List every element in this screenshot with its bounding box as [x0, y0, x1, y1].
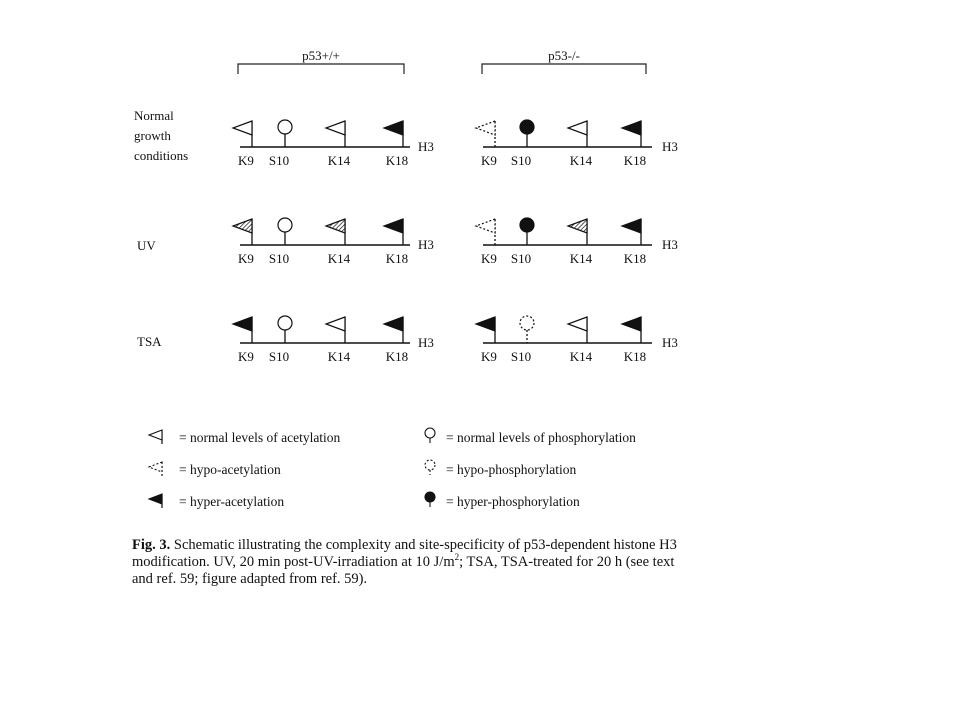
site-k9-acetyl-marker [474, 218, 496, 245]
legend: = normal levels of acetylation = hypo-ace… [147, 427, 636, 509]
acetyl-flag-icon [147, 461, 163, 476]
site-label: K14 [328, 251, 351, 266]
h3-label: H3 [418, 335, 434, 350]
legend-text: = hyper-acetylation [179, 494, 284, 509]
phospho-lollipop-icon [424, 459, 436, 475]
column-label: p53+/+ [302, 48, 340, 63]
legend-phospho-hyper: = hyper-phosphorylation [424, 491, 580, 509]
site-s10-phospho-marker [519, 217, 535, 245]
legend-phospho-hypo: = hypo-phosphorylation [424, 459, 576, 477]
figure-label: Fig. 3. [132, 537, 171, 553]
site-label: S10 [269, 251, 289, 266]
site-k9-acetyl-marker [231, 120, 253, 147]
site-k9-acetyl-marker [474, 120, 496, 147]
legend-phospho-normal: = normal levels of phosphorylation [424, 427, 636, 445]
h3-label: H3 [662, 335, 678, 350]
site-label: S10 [511, 349, 531, 364]
site-label: K9 [481, 251, 497, 266]
site-s10-phospho-marker [519, 119, 535, 147]
h3-label: H3 [418, 237, 434, 252]
site-label: K18 [624, 153, 646, 168]
site-k14-acetyl-marker [324, 120, 346, 147]
site-s10-phospho-marker [277, 217, 293, 245]
site-label: S10 [269, 349, 289, 364]
column-header-p53-null: p53-/- [481, 48, 647, 74]
site-label: K9 [238, 251, 254, 266]
site-k18-acetyl-marker [620, 218, 642, 245]
row-1-column-1-histone-track: K9 S10 K14 K18 H3 [474, 217, 678, 266]
row-label-uv: UV [137, 238, 156, 253]
site-label: K9 [481, 349, 497, 364]
caption-superscript: 2 [454, 552, 460, 563]
row-label-normal-growth: Normal growth conditions [134, 108, 188, 163]
site-s10-phospho-marker [277, 315, 293, 343]
h3-label: H3 [418, 139, 434, 154]
site-label: K18 [386, 349, 408, 364]
column-header-p53-wt: p53+/+ [237, 48, 405, 74]
site-label: K9 [481, 153, 497, 168]
site-label: S10 [269, 153, 289, 168]
site-k14-acetyl-marker [566, 218, 588, 245]
legend-text: = hyper-phosphorylation [446, 494, 580, 509]
legend-acetyl-hypo: = hypo-acetylation [147, 461, 281, 477]
site-label: K18 [386, 251, 408, 266]
site-label: K9 [238, 153, 254, 168]
site-k14-acetyl-marker [566, 316, 588, 343]
caption-text-end: ; TSA, TSA-treated for 20 h (see text an… [132, 554, 675, 587]
site-k18-acetyl-marker [620, 120, 642, 147]
site-label: K9 [238, 349, 254, 364]
row-label-tsa: TSA [137, 334, 162, 349]
row-2-column-0-histone-track: K9 S10 K14 K18 H3 [231, 315, 434, 364]
h3-label: H3 [662, 139, 678, 154]
site-k18-acetyl-marker [620, 316, 642, 343]
site-label: K18 [386, 153, 408, 168]
site-k14-acetyl-marker [324, 218, 346, 245]
site-label: K14 [570, 251, 593, 266]
site-k14-acetyl-marker [566, 120, 588, 147]
site-label: K14 [328, 153, 351, 168]
site-k9-acetyl-marker [231, 316, 253, 343]
acetyl-flag-icon [147, 429, 163, 444]
legend-text: = normal levels of phosphorylation [446, 430, 636, 445]
site-s10-phospho-marker [277, 119, 293, 147]
h3-label: H3 [662, 237, 678, 252]
site-label: S10 [511, 251, 531, 266]
legend-text: = hypo-acetylation [179, 462, 281, 477]
site-s10-phospho-marker [519, 315, 535, 343]
legend-acetyl-hyper: = hyper-acetylation [147, 493, 284, 509]
site-k9-acetyl-marker [474, 316, 496, 343]
site-k14-acetyl-marker [324, 316, 346, 343]
site-label: K18 [624, 349, 646, 364]
phospho-lollipop-icon [424, 491, 436, 507]
phospho-lollipop-icon [424, 427, 436, 443]
legend-text: = hypo-phosphorylation [446, 462, 576, 477]
site-k18-acetyl-marker [382, 120, 404, 147]
site-k18-acetyl-marker [382, 316, 404, 343]
site-k9-acetyl-marker [231, 218, 253, 245]
legend-text: = normal levels of acetylation [179, 430, 341, 445]
row-1-column-0-histone-track: K9 S10 K14 K18 H3 [231, 217, 434, 266]
caption-text: Schematic illustrating the complexity an… [132, 537, 677, 570]
row-0-column-0-histone-track: K9 S10 K14 K18 H3 [231, 119, 434, 168]
site-label: S10 [511, 153, 531, 168]
acetyl-flag-icon [147, 493, 163, 508]
site-label: K18 [624, 251, 646, 266]
column-label: p53-/- [548, 48, 580, 63]
figure-caption: Fig. 3. Schematic illustrating the compl… [132, 537, 692, 588]
row-0-column-1-histone-track: K9 S10 K14 K18 H3 [474, 119, 678, 168]
row-2-column-1-histone-track: K9 S10 K14 K18 H3 [474, 315, 678, 364]
site-label: K14 [570, 153, 593, 168]
site-label: K14 [328, 349, 351, 364]
site-k18-acetyl-marker [382, 218, 404, 245]
legend-acetyl-normal: = normal levels of acetylation [147, 429, 341, 445]
site-label: K14 [570, 349, 593, 364]
